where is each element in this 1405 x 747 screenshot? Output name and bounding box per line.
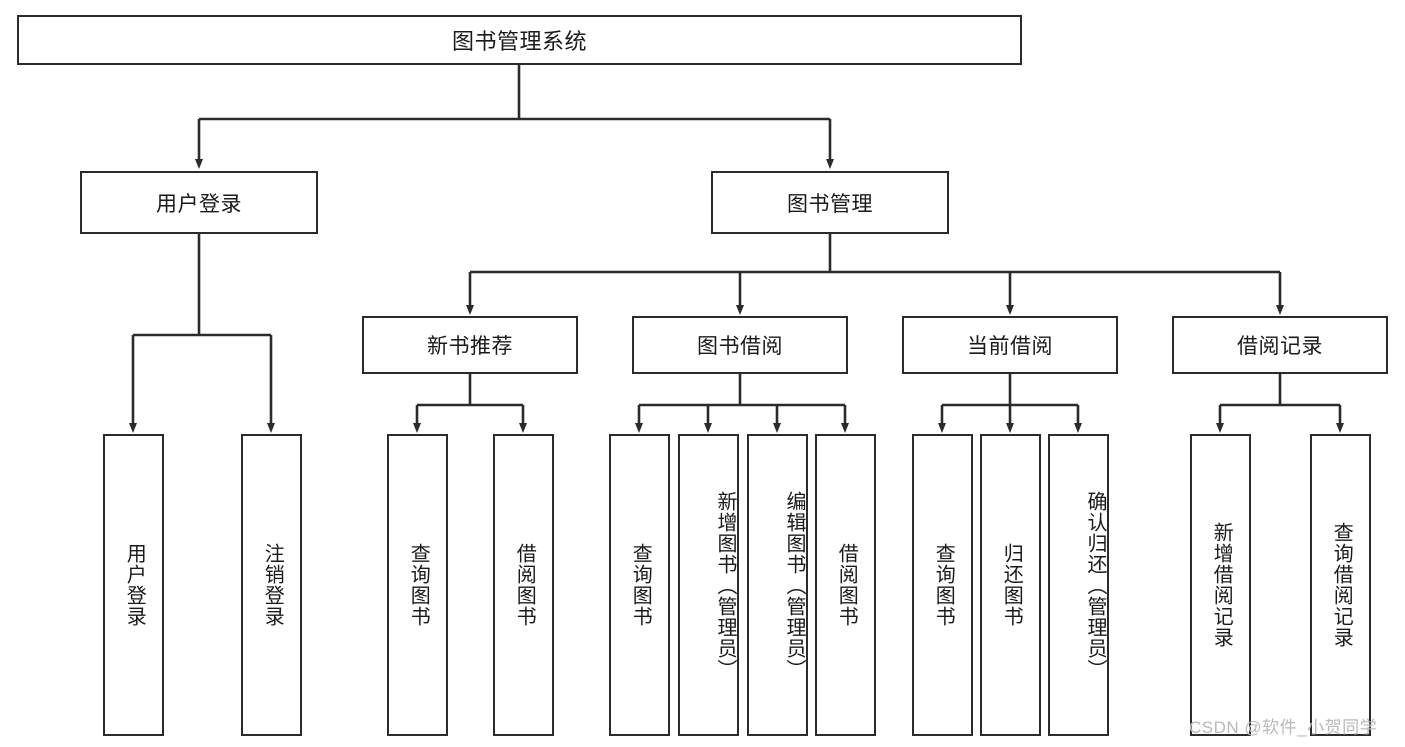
node-leaf-add-book[interactable]: 新增图书（管理员） [678, 434, 739, 736]
node-leaf-user-login-label: 用户登录 [123, 543, 146, 627]
node-leaf-query-record[interactable]: 查询借阅记录 [1310, 434, 1371, 736]
node-leaf-logout-label: 注销登录 [261, 543, 284, 627]
node-leaf-query-book-3-label: 查询图书 [932, 543, 955, 627]
node-borrow-record-label: 借阅记录 [1237, 335, 1323, 358]
node-root[interactable]: 图书管理系统 [17, 15, 1022, 65]
node-leaf-borrow-book-1-label: 借阅图书 [513, 543, 536, 627]
node-leaf-logout[interactable]: 注销登录 [241, 434, 302, 736]
node-leaf-query-record-label: 查询借阅记录 [1330, 522, 1353, 648]
node-leaf-confirm-return[interactable]: 确认归还（管理员） [1048, 434, 1109, 736]
node-book-borrow[interactable]: 图书借阅 [632, 316, 848, 374]
node-leaf-return-book[interactable]: 归还图书 [980, 434, 1041, 736]
node-leaf-add-record[interactable]: 新增借阅记录 [1190, 434, 1251, 736]
node-leaf-query-book-2[interactable]: 查询图书 [609, 434, 670, 736]
node-leaf-confirm-return-label: 确认归还（管理员） [1084, 490, 1106, 680]
node-leaf-add-record-label: 新增借阅记录 [1210, 522, 1233, 648]
node-leaf-query-book-1-label: 查询图书 [407, 543, 430, 627]
node-book-manage-label: 图书管理 [787, 192, 873, 216]
node-current-borrow[interactable]: 当前借阅 [902, 316, 1118, 374]
node-leaf-query-book-2-label: 查询图书 [629, 543, 652, 627]
node-leaf-add-book-label: 新增图书（管理员） [714, 490, 736, 680]
node-borrow-record[interactable]: 借阅记录 [1172, 316, 1388, 374]
node-leaf-borrow-book-1[interactable]: 借阅图书 [493, 434, 554, 736]
node-current-borrow-label: 当前借阅 [967, 335, 1053, 358]
node-leaf-borrow-book-2[interactable]: 借阅图书 [815, 434, 876, 736]
node-leaf-user-login[interactable]: 用户登录 [103, 434, 164, 736]
node-leaf-borrow-book-2-label: 借阅图书 [835, 543, 858, 627]
node-user-login-label: 用户登录 [156, 192, 242, 216]
node-new-book-rec[interactable]: 新书推荐 [362, 316, 578, 374]
node-user-login[interactable]: 用户登录 [80, 171, 318, 234]
node-book-manage[interactable]: 图书管理 [711, 171, 949, 234]
node-leaf-query-book-3[interactable]: 查询图书 [912, 434, 973, 736]
node-new-book-rec-label: 新书推荐 [427, 335, 513, 358]
node-leaf-edit-book-label: 编辑图书（管理员） [783, 490, 805, 680]
node-book-borrow-label: 图书借阅 [697, 335, 783, 358]
node-leaf-edit-book[interactable]: 编辑图书（管理员） [747, 434, 808, 736]
node-leaf-return-book-label: 归还图书 [1000, 543, 1023, 627]
csdn-watermark: CSDN @软件_小贺同学 [1189, 718, 1378, 737]
node-root-label: 图书管理系统 [451, 29, 587, 54]
node-leaf-query-book-1[interactable]: 查询图书 [387, 434, 448, 736]
